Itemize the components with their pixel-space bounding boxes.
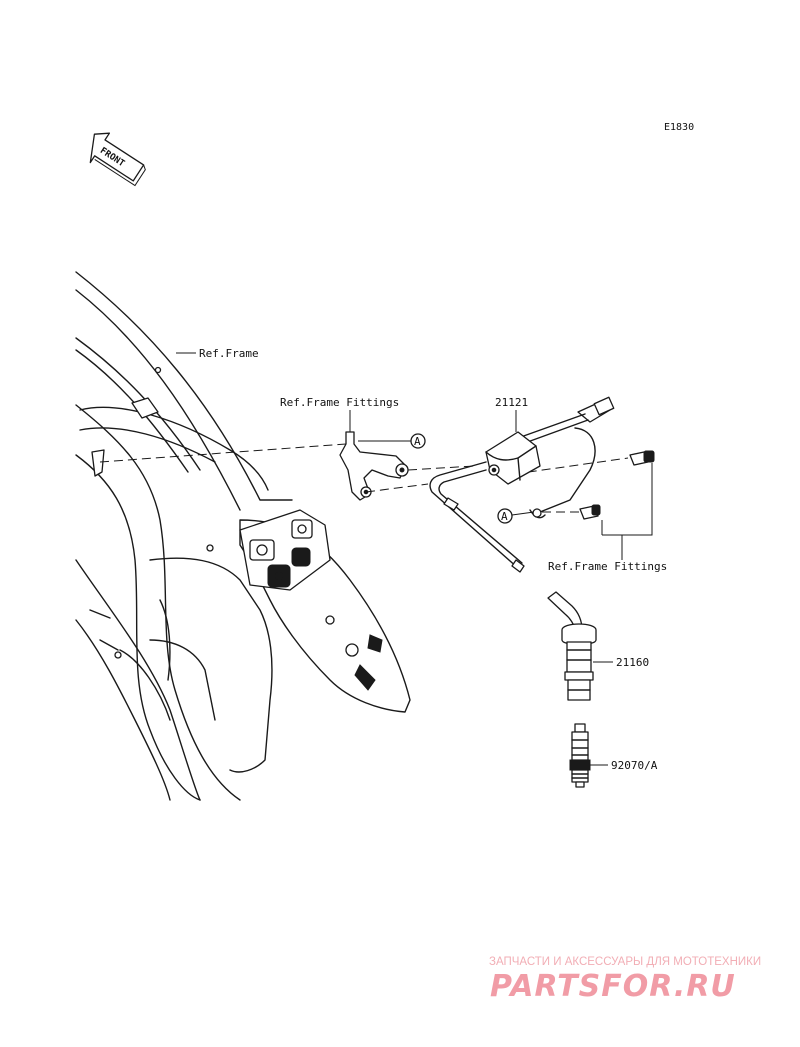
watermark-tagline: ЗАПЧАСТИ И АКСЕССУАРЫ ДЛЯ МОТОТЕХНИКИ (489, 956, 761, 968)
label-part-21121: 21121 (495, 396, 528, 409)
coil-bolt-bottom (579, 504, 601, 520)
watermark-brand: PARTSFOR.RU (490, 969, 736, 1004)
svg-text:A: A (414, 435, 421, 448)
label-ref-frame-fittings-right: Ref.Frame Fittings (548, 560, 667, 573)
ref-marker-a-top: A (358, 433, 426, 449)
label-ref-frame: Ref.Frame (199, 347, 259, 360)
coil-mounting-bracket (339, 431, 409, 501)
label-part-92070a: 92070/A (611, 759, 658, 772)
spark-plug-cap (547, 591, 597, 701)
drawing-code: E1830 (664, 122, 694, 133)
ref-marker-a-bottom: A (497, 508, 535, 524)
label-ref-frame-fittings-top: Ref.Frame Fittings (280, 396, 399, 409)
front-arrow-icon: FRONT (89, 132, 146, 187)
coil-bolt-top (629, 450, 655, 466)
ignition-coil (429, 396, 615, 573)
frame-drawing (75, 271, 411, 801)
label-part-21160: 21160 (616, 656, 649, 669)
svg-text:A: A (501, 510, 508, 523)
spark-plug (569, 723, 591, 788)
